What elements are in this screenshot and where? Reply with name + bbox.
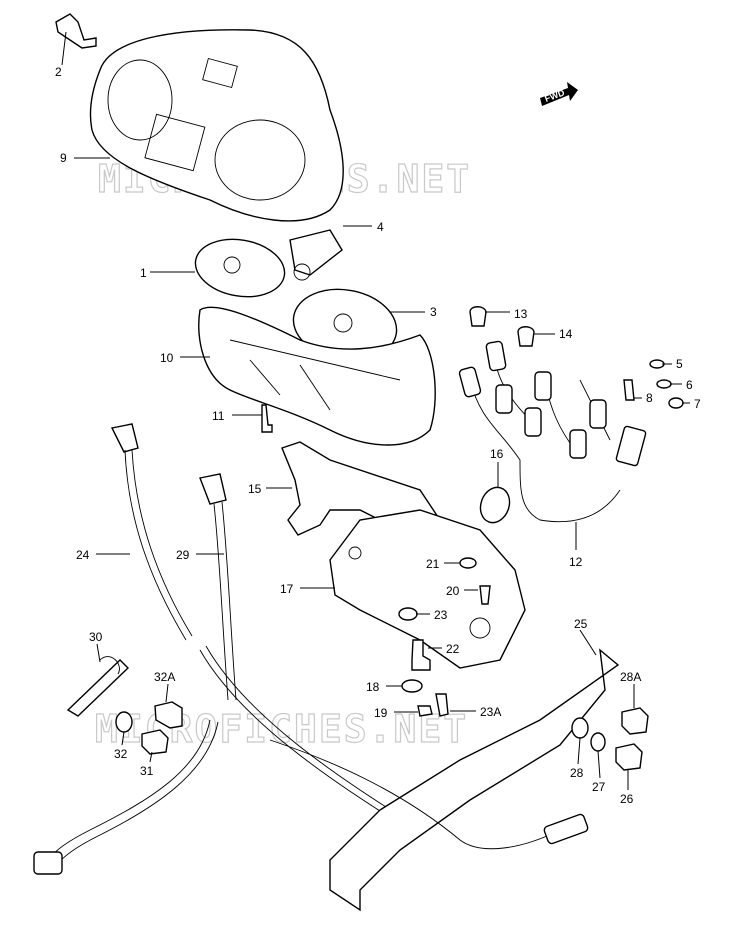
callout-12: 12 bbox=[569, 555, 583, 569]
speedometer-cable-icon bbox=[33, 719, 219, 875]
part-32-washer-icon bbox=[115, 711, 133, 733]
part-30-clip-icon bbox=[66, 656, 130, 717]
part-32a-bolt-icon bbox=[154, 701, 183, 729]
part-19-nut-icon bbox=[417, 705, 433, 717]
part-17-plate-icon bbox=[329, 509, 526, 669]
part-25-stay-bracket-icon bbox=[269, 648, 620, 912]
callout-1: 1 bbox=[140, 266, 147, 280]
part-23a-bolt-icon bbox=[435, 693, 449, 717]
callout-3: 3 bbox=[430, 305, 437, 319]
callout-27: 27 bbox=[592, 780, 606, 794]
callout-26: 26 bbox=[620, 792, 634, 806]
part-31-bolt-icon bbox=[141, 729, 169, 755]
part-20-screw-icon bbox=[479, 585, 491, 605]
leader-lines bbox=[61, 31, 690, 790]
part-1-speedometer-icon bbox=[194, 238, 286, 298]
part-23-washer-icon bbox=[398, 607, 418, 621]
part-10-lower-case-icon bbox=[198, 306, 436, 446]
part-21-washer-icon bbox=[459, 557, 477, 569]
part-22-bolt-icon bbox=[411, 639, 431, 671]
part-28a-bolt-icon bbox=[621, 707, 649, 735]
callout-28a: 28A bbox=[620, 670, 641, 684]
callout-16: 16 bbox=[490, 447, 504, 461]
callout-5: 5 bbox=[676, 357, 683, 371]
callout-21: 21 bbox=[426, 557, 440, 571]
callout-13: 13 bbox=[514, 307, 528, 321]
callout-4: 4 bbox=[377, 220, 384, 234]
callout-8: 8 bbox=[646, 391, 653, 405]
part-18-washer-icon bbox=[401, 679, 423, 693]
part-28-washer-icon bbox=[571, 717, 589, 739]
part-26-bolt-icon bbox=[615, 743, 643, 771]
part-11-screw-icon bbox=[261, 404, 273, 433]
callout-2: 2 bbox=[55, 65, 62, 79]
callout-31: 31 bbox=[140, 764, 154, 778]
part-9-meter-case-icon bbox=[89, 29, 344, 222]
fwd-badge-text: FWD bbox=[543, 87, 566, 104]
part-4-indicator-icon bbox=[289, 229, 343, 281]
callout-30: 30 bbox=[89, 630, 103, 644]
part-6-clip-icon bbox=[656, 379, 672, 389]
callout-9: 9 bbox=[60, 151, 67, 165]
fwd-arrow-icon: FWD bbox=[540, 82, 578, 106]
callout-22: 22 bbox=[446, 642, 460, 656]
part-13-bulb-icon bbox=[469, 306, 487, 327]
callout-25: 25 bbox=[574, 617, 588, 631]
callout-14: 14 bbox=[559, 327, 573, 341]
callout-7: 7 bbox=[694, 397, 701, 411]
part-5-washer-icon bbox=[649, 359, 665, 369]
callout-24: 24 bbox=[76, 548, 90, 562]
part-16-grommet-icon bbox=[479, 486, 511, 524]
callout-32a: 32A bbox=[154, 670, 175, 684]
callout-10: 10 bbox=[160, 351, 174, 365]
callout-20: 20 bbox=[446, 584, 460, 598]
part-27-lock-washer-icon bbox=[590, 732, 606, 752]
part-12-wiring-harness-icon bbox=[458, 340, 647, 523]
callout-17: 17 bbox=[280, 582, 294, 596]
part-7-nut-icon bbox=[668, 397, 684, 409]
part-14-bulb-socket-icon bbox=[517, 326, 535, 347]
callout-18: 18 bbox=[366, 680, 380, 694]
callout-23: 23 bbox=[434, 608, 448, 622]
callout-6: 6 bbox=[686, 378, 693, 392]
part-8-screw-icon bbox=[623, 379, 635, 401]
callout-29: 29 bbox=[176, 548, 190, 562]
callout-labels: 2 9 1 4 3 13 14 10 5 6 8 7 11 16 15 24 2… bbox=[55, 65, 701, 806]
callout-19: 19 bbox=[374, 706, 388, 720]
callout-11: 11 bbox=[212, 409, 225, 423]
callout-28: 28 bbox=[570, 766, 584, 780]
callout-15: 15 bbox=[248, 482, 262, 496]
part-2-icon bbox=[55, 13, 97, 49]
part-24-cable-icon bbox=[110, 423, 193, 641]
callout-23a: 23A bbox=[480, 705, 501, 719]
callout-32: 32 bbox=[114, 747, 128, 761]
